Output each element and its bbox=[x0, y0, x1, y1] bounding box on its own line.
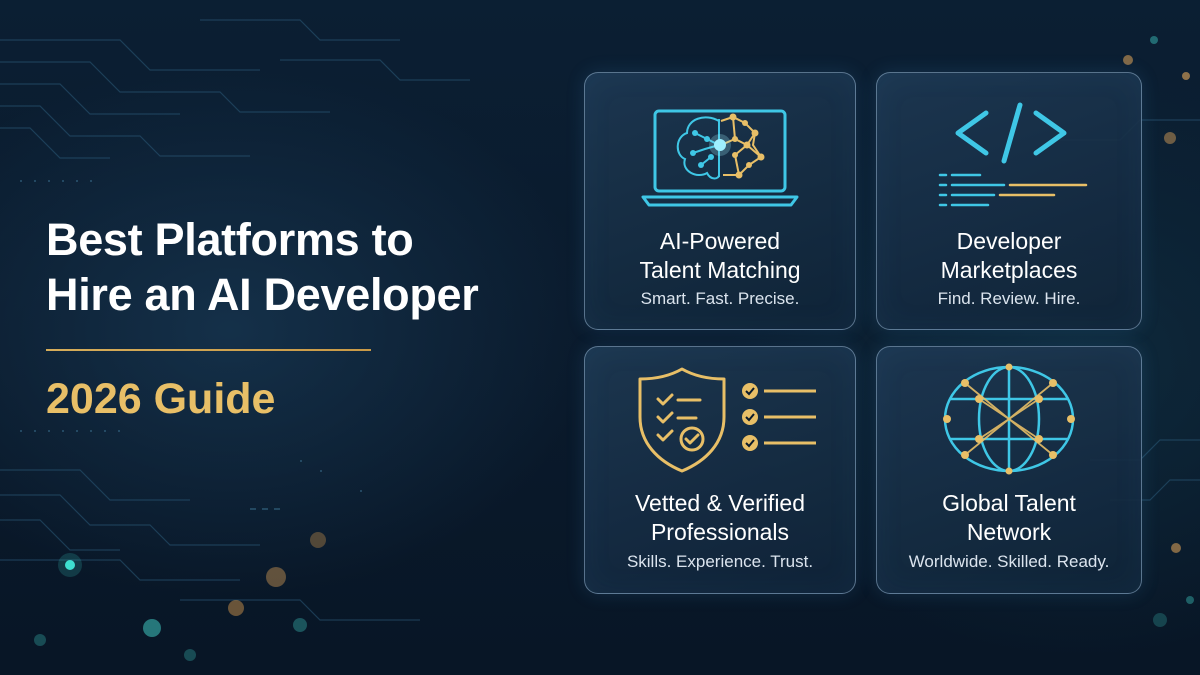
card-developer-marketplaces[interactable]: Developer Marketplaces Find. Review. Hir… bbox=[876, 72, 1142, 330]
card-tagline: Worldwide. Skilled. Ready. bbox=[908, 552, 1110, 571]
card-tagline: Smart. Fast. Precise. bbox=[640, 289, 800, 308]
globe-network-icon bbox=[943, 363, 1075, 475]
brain-laptop-icon bbox=[641, 109, 799, 207]
card-tagline: Skills. Experience. Trust. bbox=[626, 552, 814, 571]
headline-line-2: Hire an AI Developer bbox=[46, 269, 479, 320]
shield-checklist-icon bbox=[638, 367, 816, 473]
card-ai-powered-talent-matching[interactable]: AI-Powered Talent Matching Smart. Fast. … bbox=[584, 72, 856, 330]
card-title: Vetted & Verified Professionals bbox=[634, 490, 806, 545]
gold-divider bbox=[46, 349, 371, 351]
card-title: Global Talent Network bbox=[942, 490, 1076, 545]
headline: Best Platforms to Hire an AI Developer bbox=[46, 212, 586, 322]
card-title: Developer Marketplaces bbox=[940, 228, 1078, 283]
code-brackets-icon bbox=[938, 102, 1088, 207]
card-global-talent-network[interactable]: Global Talent Network Worldwide. Skilled… bbox=[876, 346, 1142, 594]
card-title: AI-Powered Talent Matching bbox=[639, 228, 801, 283]
headline-line-1: Best Platforms to bbox=[46, 214, 414, 265]
card-tagline: Find. Review. Hire. bbox=[937, 289, 1081, 308]
subtitle: 2026 Guide bbox=[46, 375, 276, 423]
card-vetted-verified-professionals[interactable]: Vetted & Verified Professionals Skills. … bbox=[584, 346, 856, 594]
